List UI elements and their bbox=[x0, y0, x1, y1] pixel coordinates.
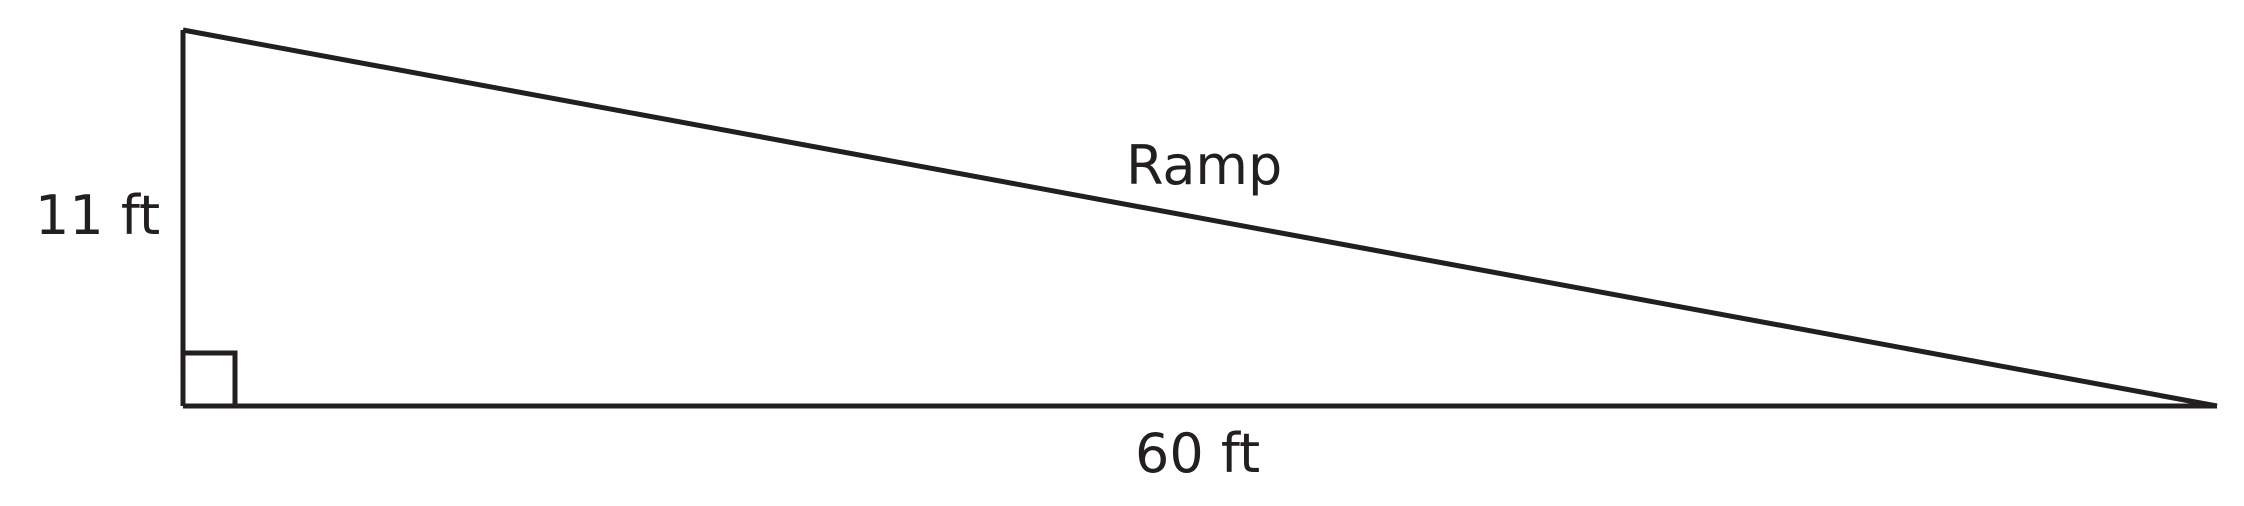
base-label: 60 ft bbox=[1135, 422, 1260, 485]
height-label: 11 ft bbox=[35, 184, 160, 247]
ramp-label: Ramp bbox=[1126, 134, 1282, 197]
right-angle-marker bbox=[183, 350, 238, 406]
ramp-hypotenuse bbox=[182, 27, 2218, 409]
